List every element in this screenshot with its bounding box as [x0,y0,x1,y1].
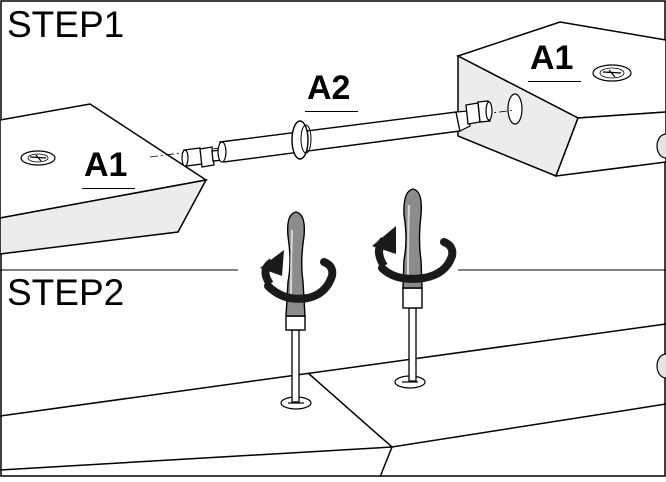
cam-dowel-icon [465,100,493,125]
step1-label: STEP1 [7,4,125,45]
underline [305,110,359,112]
part-label-a1-left: A1 [82,146,136,189]
part-label-a1-right: A1 [528,39,582,82]
cam-lock-icon [592,64,632,82]
part-label-a1-right-text: A1 [530,39,574,77]
edge-cam [656,133,666,159]
left-panel [0,103,208,255]
right-panel [456,21,666,177]
cam-lock-icon [20,150,56,166]
underline [528,80,582,82]
screwdriver-icon [402,188,423,382]
screwdriver-icon [285,211,306,403]
part-label-a2: A2 [305,69,359,112]
cam-dowel-icon [181,146,224,168]
edge-cam [656,353,666,379]
bottom-panel [0,323,666,478]
underline [82,187,136,189]
part-label-a1-left-text: A1 [84,146,128,184]
step2-label: STEP2 [7,272,125,313]
rotation-arrow-icon [260,250,337,303]
part-label-a2-text: A2 [307,69,351,107]
connector-bolt-icon [217,110,471,163]
dowel-hole [507,93,523,125]
rotation-arrow-icon [372,226,457,283]
